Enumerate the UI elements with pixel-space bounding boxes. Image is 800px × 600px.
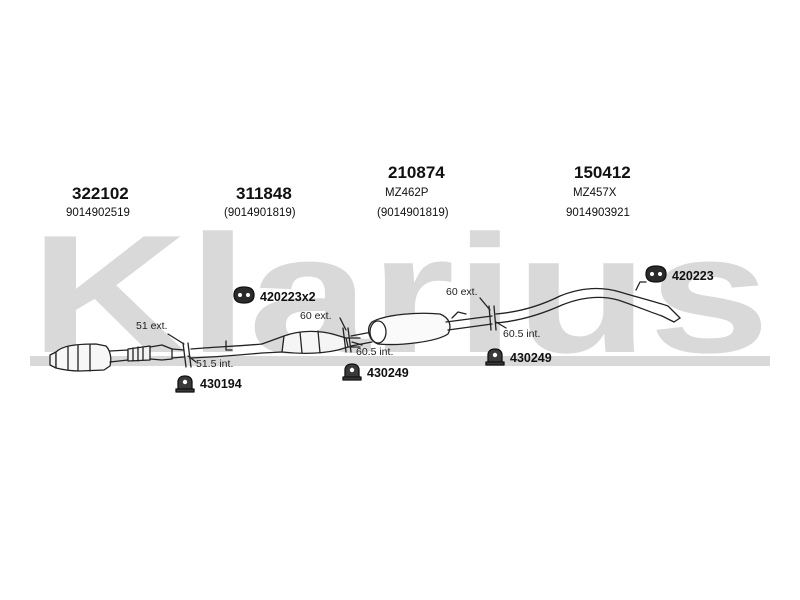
part-ref-3: (9014901819) — [377, 207, 449, 219]
front-catalyst-body — [55, 343, 112, 372]
fitting-430249-b: 430249 — [510, 351, 552, 365]
fitting-420223x2: 420223x2 — [260, 290, 316, 304]
silencer-hanger — [451, 311, 467, 319]
mid-cat-rib — [299, 330, 321, 354]
fitting-420223: 420223 — [672, 269, 714, 283]
clamp-bracket-icon — [485, 348, 505, 366]
silencer-end-cap — [369, 320, 387, 344]
leader-j3-ext — [479, 297, 491, 311]
mid-bracket — [225, 340, 233, 351]
fitting-430249-a: 430249 — [367, 366, 409, 380]
rubber-mount-icon — [645, 265, 667, 283]
front-bellows — [127, 345, 151, 362]
part-code-1: 322102 — [72, 184, 129, 203]
tailpipe-upper — [495, 287, 681, 319]
mid-taper — [261, 335, 285, 354]
part-code-3: 210874 — [388, 163, 445, 182]
joint-1-marker — [182, 342, 192, 368]
front-pipe-1 — [109, 349, 129, 363]
part-sub-3: MZ462P — [385, 187, 429, 199]
leader-j2-ext — [339, 317, 347, 331]
rubber-mount-icon — [233, 286, 255, 304]
joint-3-ext-note: 60 ext. — [446, 286, 478, 298]
tailpipe-lower — [495, 296, 675, 324]
front-catalyst-rib — [67, 344, 91, 372]
mid-pipe-1 — [190, 343, 263, 359]
part-sub-4: MZ457X — [573, 187, 617, 199]
part-code-4: 150412 — [574, 163, 631, 182]
part-ref-2: (9014901819) — [224, 207, 296, 219]
joint-3-int-note: 60.5 int. — [503, 328, 541, 340]
silencer-outlet-pipe — [445, 315, 493, 331]
tailpipe-hanger — [635, 281, 647, 291]
joint-1-ext-note: 51 ext. — [136, 320, 168, 332]
front-bellows-rings — [132, 346, 144, 362]
front-catalyst-section — [49, 343, 185, 372]
mid-cat-body — [281, 330, 349, 354]
part-ref-1: 9014902519 — [66, 207, 130, 219]
front-pipe-3 — [171, 348, 185, 359]
joint-2-int-note: 60.5 int. — [356, 346, 394, 358]
tailpipe-section — [495, 281, 681, 324]
leader-j1-int — [187, 355, 197, 363]
joint-2-marker — [342, 327, 352, 353]
clamp-bracket-icon — [342, 363, 362, 381]
joint-1-int-note: 51.5 int. — [196, 358, 234, 370]
leader-j1-ext — [167, 333, 185, 345]
watermark-underline — [30, 356, 770, 366]
fitting-430194: 430194 — [200, 377, 242, 391]
clamp-bracket-icon — [175, 375, 195, 393]
joint-2-ext-note: 60 ext. — [300, 310, 332, 322]
part-ref-4: 9014903921 — [566, 207, 630, 219]
middle-silencer-section — [350, 311, 493, 347]
tailpipe-end — [673, 317, 681, 323]
intermediate-cat-section — [190, 330, 361, 359]
front-pipe-2 — [149, 344, 173, 361]
part-code-2: 311848 — [236, 184, 292, 203]
front-flange — [49, 351, 57, 369]
